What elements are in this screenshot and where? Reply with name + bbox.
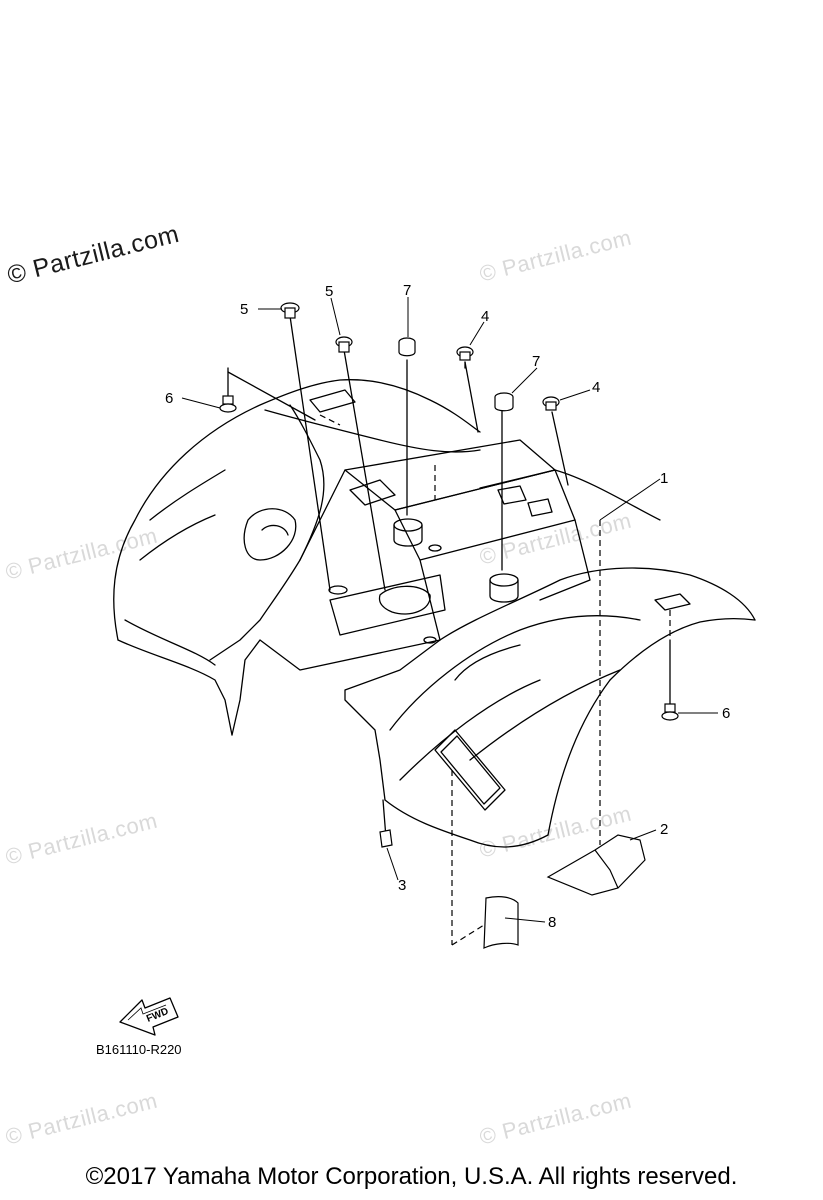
callout-4-bolt: 4 <box>481 308 489 325</box>
callout-1-rear-fender: 1 <box>660 470 668 487</box>
callout-7-grommet: 7 <box>403 282 411 299</box>
rivet-6a-icon <box>219 395 237 413</box>
callout-2-guard: 2 <box>660 821 668 838</box>
callout-8-pad: 8 <box>548 914 556 931</box>
bolt-5a-icon <box>280 302 300 319</box>
guard-2-icon <box>546 834 646 896</box>
nut-3-icon <box>379 829 393 848</box>
copyright-notice: ©2017 Yamaha Motor Corporation, U.S.A. A… <box>85 1163 738 1190</box>
rear-fender-outline <box>113 379 756 848</box>
callout-4-bolt: 4 <box>592 379 600 396</box>
callout-5-bolt: 5 <box>325 283 333 300</box>
callout-6-rivet: 6 <box>722 705 730 722</box>
rivet-6b-icon <box>661 703 679 721</box>
fwd-arrow-icon: FWD <box>119 997 179 1036</box>
bolt-4a-icon <box>456 346 474 361</box>
bolt-5b-icon <box>335 336 353 353</box>
diagram-code: B161110-R220 <box>96 1042 182 1057</box>
grommet-7a-icon <box>398 337 416 357</box>
callout-5-bolt: 5 <box>240 301 248 318</box>
callout-6-rivet: 6 <box>165 390 173 407</box>
callout-3-nut: 3 <box>398 877 406 894</box>
bolt-4b-icon <box>542 396 560 411</box>
pad-8-icon <box>483 896 519 949</box>
callout-7-grommet: 7 <box>532 353 540 370</box>
grommet-7b-icon <box>494 392 514 412</box>
